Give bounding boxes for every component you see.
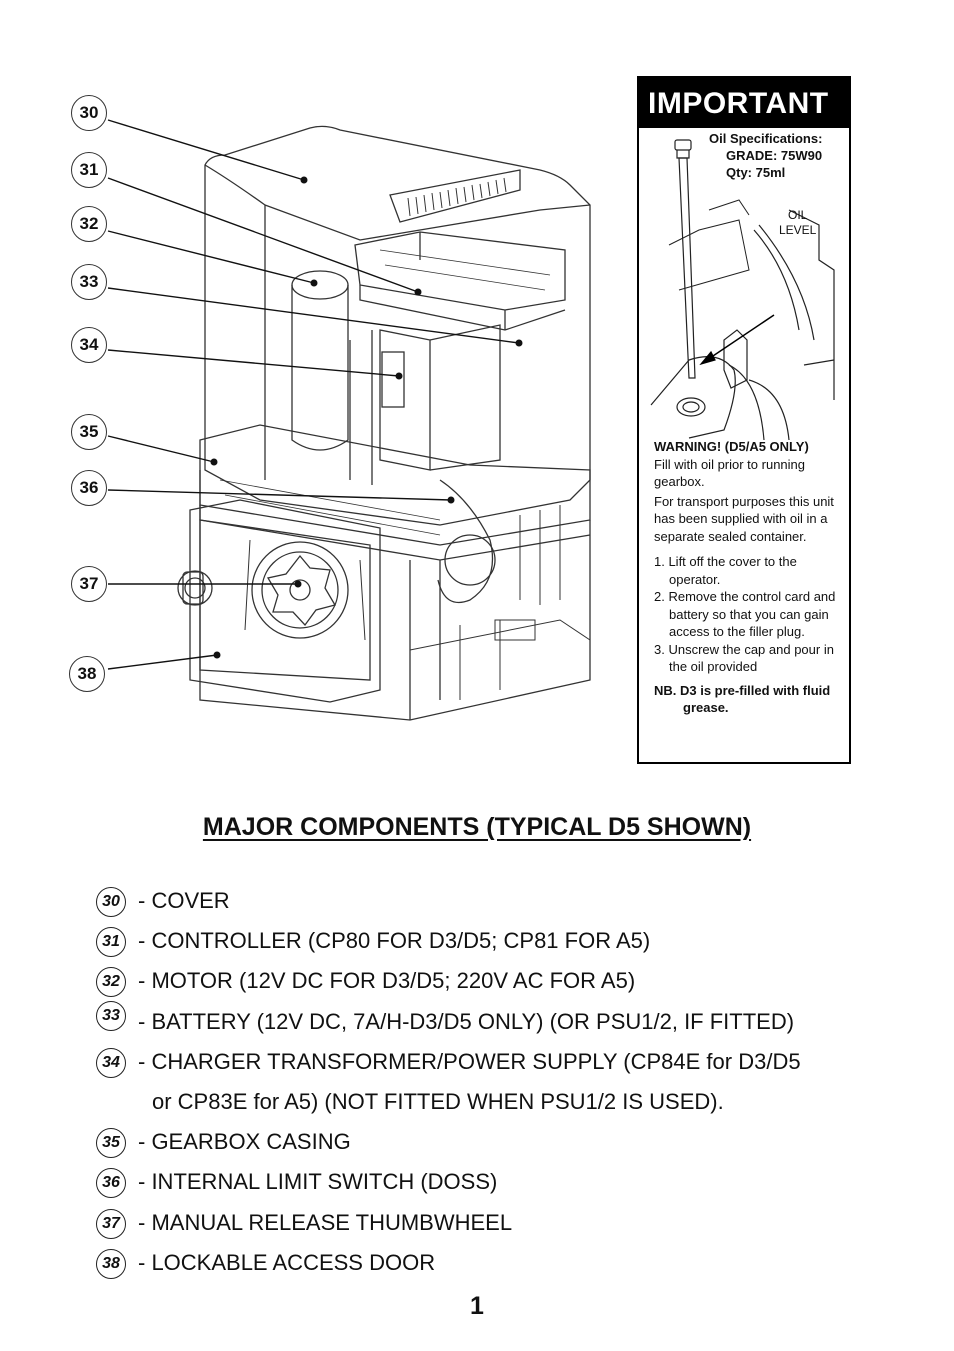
item-text: - LOCKABLE ACCESS DOOR [138, 1249, 436, 1275]
oil-quantity: Qty: 75ml [726, 165, 786, 180]
callout-35: 35 [71, 414, 107, 450]
oil-level-line-2: LEVEL [779, 223, 817, 237]
item-text: - GEARBOX CASING [138, 1129, 351, 1155]
warning-title: WARNING! (D5/A5 ONLY) [654, 439, 809, 454]
oil-specifications: Oil Specifications: GRADE: 75W90 Qty: 75… [709, 130, 822, 181]
item-number: 37 [96, 1208, 126, 1239]
callout-31: 31 [71, 152, 107, 188]
item-number: 35 [96, 1128, 126, 1159]
nb-note: NB. D3 is pre-filled with fluid grease. [654, 682, 831, 716]
list-item-continuation: or CP83E for A5) (NOT FITTED WHEN PSU1/2… [96, 1085, 896, 1125]
item-number: 32 [96, 967, 126, 998]
item-text: - INTERNAL LIMIT SWITCH (DOSS) [138, 1169, 498, 1195]
item-number: 31 [96, 927, 126, 958]
list-item: 33 - BATTERY (12V DC, 7A/H-D3/D5 ONLY) (… [96, 1000, 896, 1045]
section-heading-text: MAJOR COMPONENTS (TYPICAL D5 SHOWN) [202, 813, 752, 841]
component-list: 30 - COVER 31 - CONTROLLER (CP80 FOR D3/… [96, 884, 896, 1286]
list-item: 36 - INTERNAL LIMIT SWITCH (DOSS) [96, 1165, 896, 1205]
item-number: 30 [96, 887, 126, 917]
callout-33: 33 [71, 264, 107, 300]
step-item: 3. Unscrew the cap and pour in the oil p… [654, 641, 834, 675]
gate-motor-illustration [107, 119, 591, 721]
important-notice-box: IMPORTANT Oil Specifications: GRADE: 75W… [637, 76, 851, 764]
warning-text: Fill with oil prior to running gearbox. [654, 456, 806, 490]
item-text: - BATTERY (12V DC, 7A/H-D3/D5 ONLY) (OR … [138, 1008, 795, 1034]
step-item: 1. Lift off the cover to the operator. [654, 554, 797, 587]
oil-dipstick-illustration [650, 139, 835, 440]
step-item: 2. Remove the control card and battery s… [654, 589, 836, 639]
item-text: - MOTOR (12V DC FOR D3/D5; 220V AC FOR A… [138, 968, 636, 994]
item-number: 33 [96, 1000, 126, 1031]
list-item: 34 - CHARGER TRANSFORMER/POWER SUPPLY (C… [96, 1045, 896, 1085]
important-instructions: WARNING! (D5/A5 ONLY) Fill with oil prio… [654, 438, 844, 717]
section-heading: MAJOR COMPONENTS (TYPICAL D5 SHOWN) [0, 813, 954, 842]
page-number: 1 [470, 1292, 484, 1320]
item-text: - CHARGER TRANSFORMER/POWER SUPPLY (CP84… [138, 1048, 801, 1074]
item-number: 34 [96, 1047, 126, 1078]
oil-level-label: OIL LEVEL [779, 208, 816, 238]
important-title: IMPORTANT [639, 78, 849, 128]
callout-37: 37 [71, 566, 107, 602]
list-item: 32 - MOTOR (12V DC FOR D3/D5; 220V AC FO… [96, 964, 896, 1004]
callout-36: 36 [71, 470, 107, 506]
oil-grade: GRADE: 75W90 [726, 148, 823, 163]
transport-text: For transport purposes this unit has bee… [654, 493, 834, 544]
item-number: 38 [96, 1248, 126, 1279]
callout-38: 38 [69, 656, 105, 692]
item-text: or CP83E for A5) (NOT FITTED WHEN PSU1/2… [152, 1088, 724, 1114]
callout-34: 34 [71, 327, 107, 363]
oil-level-line-1: OIL [788, 208, 808, 222]
item-number: 36 [96, 1168, 126, 1199]
gate-motor-diagram: 30 31 32 33 34 35 36 37 38 [0, 0, 620, 740]
oil-spec-title: Oil Specifications: [709, 131, 823, 146]
list-item: 37 - MANUAL RELEASE THUMBWHEEL [96, 1206, 896, 1246]
callout-32: 32 [71, 206, 107, 242]
list-item: 30 - COVER [96, 884, 896, 924]
list-item: 38 - LOCKABLE ACCESS DOOR [96, 1246, 896, 1286]
list-item: 31 - CONTROLLER (CP80 FOR D3/D5; CP81 FO… [96, 924, 896, 964]
callout-30: 30 [71, 95, 107, 131]
instruction-steps: 1. Lift off the cover to the operator. 2… [654, 553, 844, 676]
item-text: - CONTROLLER (CP80 FOR D3/D5; CP81 FOR A… [138, 928, 651, 954]
list-item: 35 - GEARBOX CASING [96, 1125, 896, 1165]
item-text: - MANUAL RELEASE THUMBWHEEL [138, 1209, 513, 1235]
item-text: - COVER [138, 888, 230, 913]
